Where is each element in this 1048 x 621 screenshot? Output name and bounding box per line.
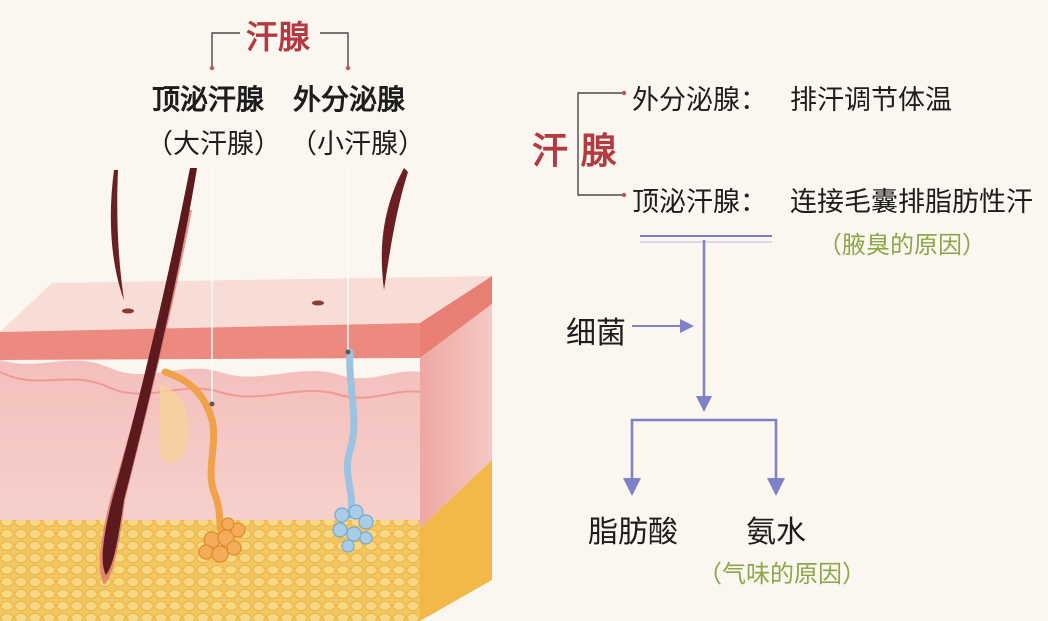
hair-right bbox=[381, 168, 408, 290]
pore bbox=[122, 308, 134, 314]
epidermis-front bbox=[0, 323, 420, 360]
hair-shaft bbox=[102, 168, 197, 575]
fat-side-face bbox=[420, 460, 492, 621]
fatty-acid-arrowhead bbox=[623, 478, 641, 496]
eccrine-gland-coil bbox=[332, 504, 374, 553]
skin-side-face bbox=[420, 276, 492, 358]
fatty-acid-label: 脂肪酸 bbox=[588, 515, 678, 550]
eccrine-label: 外分泌腺 bbox=[293, 83, 406, 116]
eccrine-gland-duct bbox=[343, 348, 358, 519]
right-root-title: 汗 腺 bbox=[532, 130, 617, 172]
follicle-tissue bbox=[160, 385, 189, 464]
ammonia-arrowhead bbox=[767, 478, 785, 496]
dermis-side-face bbox=[420, 304, 492, 528]
bracket-dot bbox=[621, 90, 627, 96]
dermis-papillae bbox=[0, 371, 421, 399]
left-title-bracket-right bbox=[320, 32, 349, 68]
flow-stem-arrowhead bbox=[696, 396, 712, 412]
odor-note: （气味的原因） bbox=[698, 560, 866, 588]
bracket-dot bbox=[345, 65, 351, 71]
apocrine-gland-duct bbox=[161, 368, 226, 539]
pore bbox=[312, 300, 324, 306]
apocrine-label: 顶泌汗腺 bbox=[152, 83, 265, 116]
axillary-odor-note: （腋臭的原因） bbox=[818, 231, 986, 259]
ammonia-label: 氨水 bbox=[746, 515, 806, 550]
skin-top-surface bbox=[0, 276, 492, 332]
bacteria-label: 细菌 bbox=[566, 316, 626, 351]
bracket-dot bbox=[209, 65, 215, 71]
apocrine-gland-coil bbox=[198, 517, 246, 563]
eccrine-name: 外分泌腺： bbox=[632, 85, 767, 116]
eccrine-leader-dot bbox=[345, 349, 351, 355]
apocrine-function: 连接毛囊排脂肪性汗 bbox=[790, 187, 1033, 218]
bracket-dot bbox=[621, 192, 627, 198]
eccrine-function: 排汗调节体温 bbox=[790, 85, 952, 116]
left-title: 汗腺 bbox=[246, 18, 311, 56]
apocrine-name: 顶泌汗腺： bbox=[632, 187, 767, 218]
hair-left bbox=[110, 170, 124, 300]
flow-split bbox=[630, 418, 778, 482]
eccrine-alias: （小汗腺） bbox=[290, 129, 425, 160]
right-root-bracket bbox=[577, 92, 624, 196]
left-title-bracket bbox=[211, 32, 240, 68]
bacteria-arrowhead bbox=[680, 319, 694, 333]
apocrine-alias: （大汗腺） bbox=[146, 129, 281, 160]
apocrine-leader-dot bbox=[209, 401, 215, 407]
